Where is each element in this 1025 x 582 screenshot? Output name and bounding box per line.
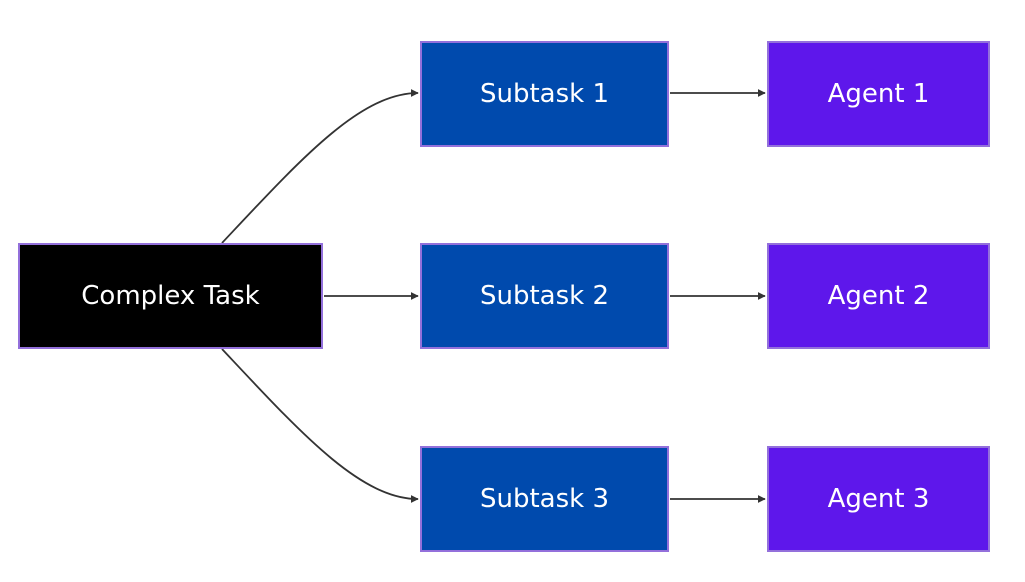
agent-1-label: Agent 1 [827, 79, 930, 109]
complex-task-node: Complex Task [18, 243, 323, 349]
agent-3-label: Agent 3 [827, 484, 930, 514]
subtask-3-node: Subtask 3 [420, 446, 669, 552]
subtask-3-label: Subtask 3 [479, 484, 610, 514]
edge-task-to-subtask-3 [221, 348, 419, 503]
subtask-2-label: Subtask 2 [479, 281, 610, 311]
edge-task-to-subtask-1 [221, 89, 419, 244]
subtask-1-label: Subtask 1 [479, 79, 610, 109]
subtask-2-node: Subtask 2 [420, 243, 669, 349]
agent-1-node: Agent 1 [767, 41, 990, 147]
agent-2-label: Agent 2 [827, 281, 930, 311]
complex-task-label: Complex Task [81, 281, 260, 311]
subtask-1-node: Subtask 1 [420, 41, 669, 147]
agent-2-node: Agent 2 [767, 243, 990, 349]
agent-3-node: Agent 3 [767, 446, 990, 552]
